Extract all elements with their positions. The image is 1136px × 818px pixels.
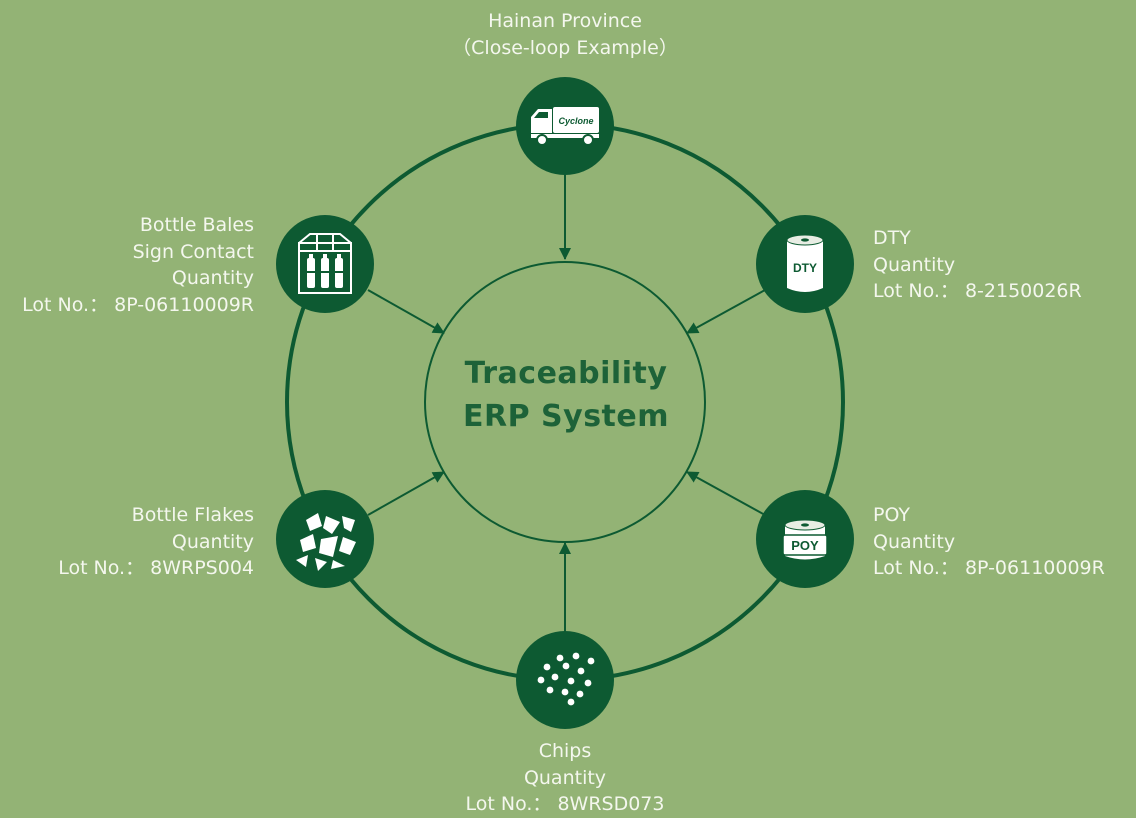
label-top: Hainan Province （Close-loop Example） [365,8,765,61]
truck-icon: Cyclone [531,107,599,146]
label-flakes-line2: Quantity [171,530,254,553]
node-chips [516,631,614,729]
label-bales-line2: Sign Contact [132,240,254,263]
label-bales-line1: Bottle Bales [139,214,254,236]
label-poy-line3: Lot No.： 8P-06110009R [873,557,1105,579]
center-title: Traceability ERP System [426,352,706,438]
label-top-line2: （Close-loop Example） [452,36,678,59]
node-flakes [276,490,374,588]
label-poy-line1: POY [873,504,910,526]
label-poy: POY Quantity Lot No.： 8P-06110009R [873,502,1105,582]
label-bales-line4: Lot No.： 8P-06110009R [22,293,254,316]
poy-spool-icon: POY [782,519,828,560]
label-flakes-line3: Lot No.： 8WRPS004 [58,557,254,579]
bottle-bales-icon [298,233,352,294]
node-dty: DTY [756,215,854,313]
label-top-line1: Hainan Province [488,10,642,32]
label-bottle-bales: Bottle Bales Sign Contact Quantity Lot N… [22,212,254,318]
poy-spool-text: POY [791,538,819,553]
arrow-right-bottom [686,471,766,516]
arrow-left-bottom [367,471,445,516]
dty-spool-icon: DTY [786,234,824,292]
label-bales-line3: Quantity [171,267,254,289]
dty-spool-text: DTY [793,261,817,275]
label-chips-line2: Quantity [523,766,607,789]
node-top: Cyclone [516,77,614,175]
flakes-icon [296,513,356,571]
label-dty-line1: DTY [873,227,911,249]
arrow-right-top [686,289,766,334]
node-bottle-bales [276,215,374,313]
label-flakes-line1: Bottle Flakes [131,504,254,526]
center-title-line1: Traceability [464,356,668,391]
node-poy: POY [756,490,854,588]
truck-brand-text: Cyclone [558,116,593,126]
center-title-line2: ERP System [463,399,669,434]
chips-icon [537,652,595,706]
label-dty-line2: Quantity [873,253,956,276]
label-chips-line1: Chips [538,740,592,762]
label-chips-line3: Lot No.： 8WRSD073 [465,793,665,815]
label-poy-line2: Quantity [873,530,956,553]
label-dty-line3: Lot No.： 8-2150026R [873,280,1082,302]
label-chips: Chips Quantity Lot No.： 8WRSD073 [415,738,715,818]
arrow-left-top [367,289,445,334]
label-dty: DTY Quantity Lot No.： 8-2150026R [873,225,1082,305]
label-flakes: Bottle Flakes Quantity Lot No.： 8WRPS004 [58,502,254,582]
